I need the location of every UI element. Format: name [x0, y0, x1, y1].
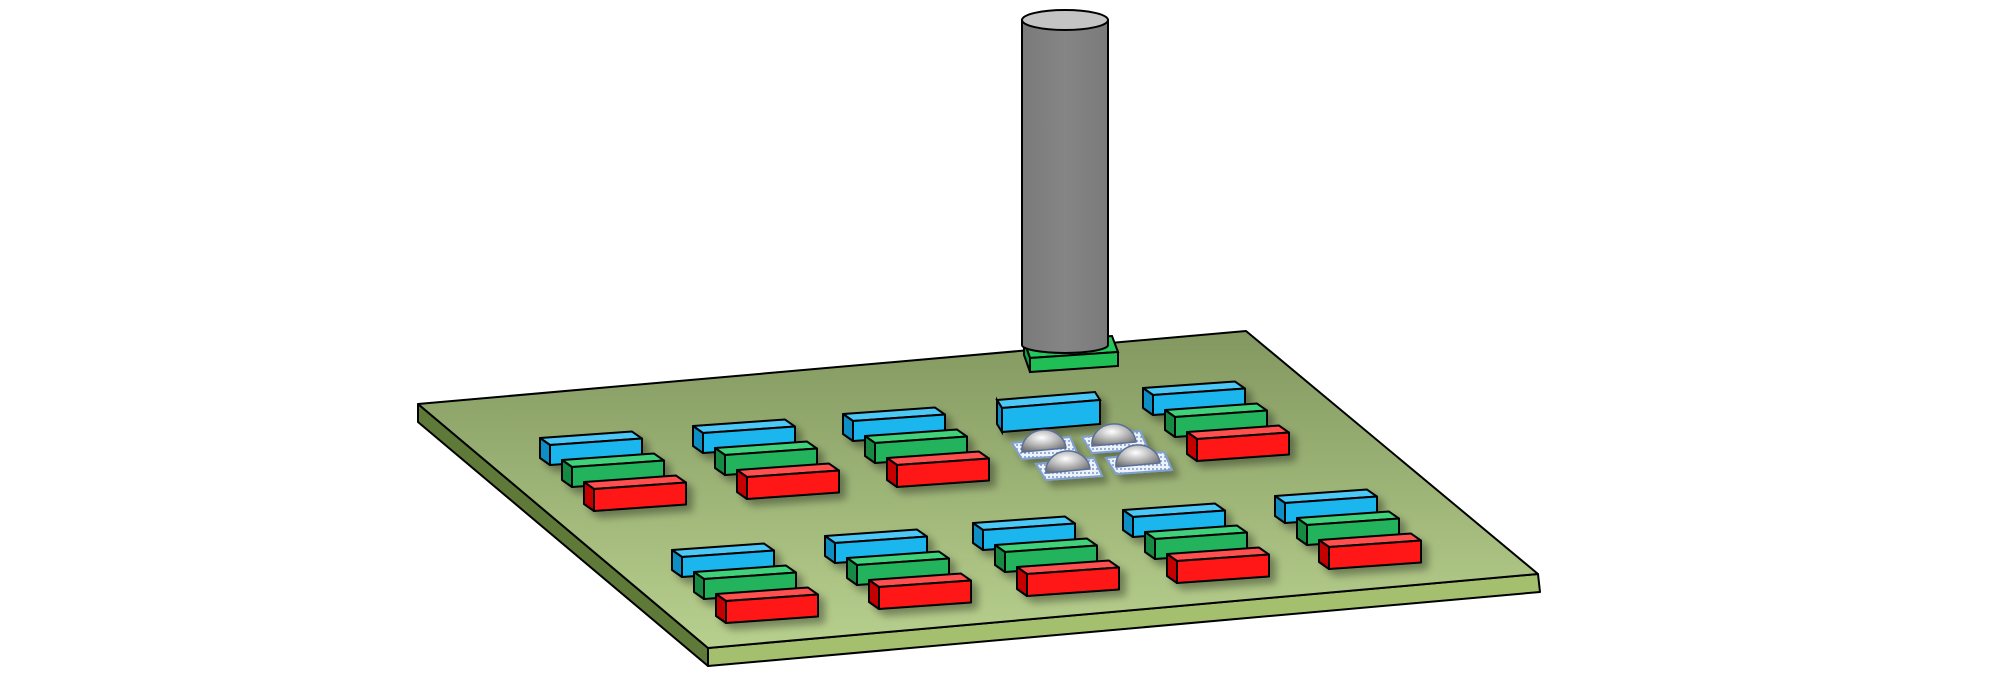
- led-red: [715, 586, 819, 624]
- dome-cap: [1115, 444, 1161, 468]
- antenna-pillar: [1021, 9, 1120, 374]
- led-group: [692, 418, 840, 500]
- dome-cap: [1045, 450, 1091, 474]
- dome-cap: [1091, 423, 1137, 447]
- pillar-top: [1021, 9, 1109, 31]
- dome-cap: [1021, 429, 1067, 453]
- led-blue: [1274, 488, 1378, 524]
- led-group: [972, 515, 1120, 597]
- led-red: [583, 474, 687, 512]
- sensor-blue-block: [995, 390, 1102, 436]
- led-group: [671, 542, 819, 624]
- led-red: [886, 450, 990, 488]
- led-group: [539, 430, 687, 512]
- dome-sensor: [1104, 444, 1174, 476]
- led-red: [1186, 424, 1290, 462]
- led-red: [1016, 559, 1120, 597]
- led-red: [868, 572, 972, 610]
- led-group: [1142, 380, 1290, 462]
- led-red: [1318, 532, 1422, 570]
- sensor-cluster: [995, 390, 1174, 482]
- led-group: [824, 528, 972, 610]
- led-group: [842, 406, 990, 488]
- led-red: [1166, 546, 1270, 584]
- led-group: [1274, 488, 1422, 570]
- led-groups: [539, 380, 1422, 624]
- pillar-body: [1021, 19, 1109, 354]
- led-red: [736, 462, 840, 500]
- dome-sensor: [1034, 450, 1104, 482]
- led-group: [1122, 502, 1270, 584]
- dome-sensors: [1010, 423, 1174, 482]
